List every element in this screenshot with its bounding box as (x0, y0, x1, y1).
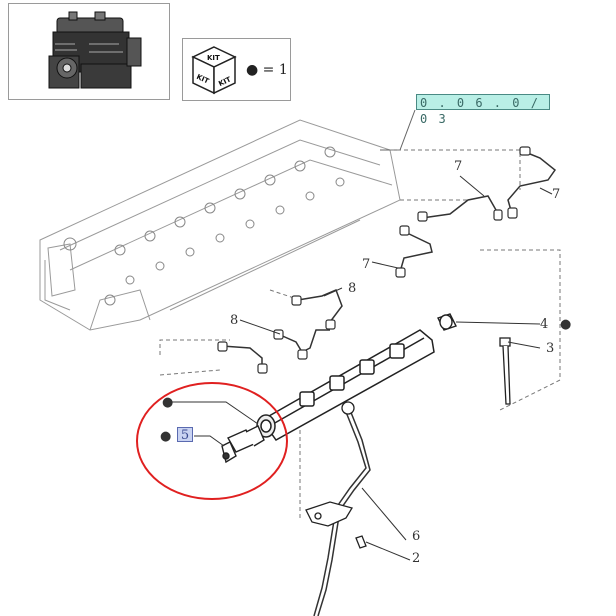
highlight-circle (136, 382, 288, 500)
pipes-8 (221, 289, 343, 368)
kit-bullet: ● (246, 62, 259, 78)
bolt (499, 337, 511, 405)
callout-5-selected[interactable]: 5 (177, 427, 193, 443)
leader-lines (172, 175, 553, 561)
kit-equals: = 1 (262, 62, 288, 78)
return-pipe (313, 409, 371, 616)
reference-code-box[interactable]: 0 . 0 6 . 0 / 0 3 (416, 94, 550, 126)
engine-thumbnail[interactable] (8, 3, 170, 100)
callout-7-top[interactable]: 7 (454, 159, 462, 174)
callout-7-right[interactable]: 7 (552, 187, 560, 202)
pipe-fittings (395, 146, 531, 278)
callout-3[interactable]: 3 (546, 341, 554, 356)
pressure-relief-valve (437, 313, 457, 331)
bullet-rail: ● (162, 395, 173, 410)
guide-lines (159, 149, 561, 520)
engine-icon (48, 11, 142, 89)
pipe-clip (305, 401, 355, 527)
callout-8-left[interactable]: 8 (230, 313, 238, 328)
screw (355, 535, 367, 549)
cylinder-head (39, 109, 416, 331)
kit-label-top: KIT (207, 54, 220, 62)
callout-6[interactable]: 6 (412, 529, 420, 544)
callout-7-left[interactable]: 7 (362, 257, 370, 272)
callout-2[interactable]: 2 (412, 551, 420, 566)
callout-4[interactable]: 4 (540, 317, 548, 332)
kit-cube-icon: KIT KIT KIT (191, 46, 237, 95)
pressure-sensor[interactable] (221, 425, 265, 464)
fuel-rail (256, 329, 435, 441)
kit-legend-text: ● = 1 (246, 62, 288, 78)
callout-8-top[interactable]: 8 (348, 281, 356, 296)
bullet-4: ● (560, 317, 571, 332)
kit-legend-box: KIT KIT KIT (182, 38, 291, 101)
pipe-8-fittings (217, 295, 336, 374)
bullet-sensor: ● (160, 429, 171, 444)
